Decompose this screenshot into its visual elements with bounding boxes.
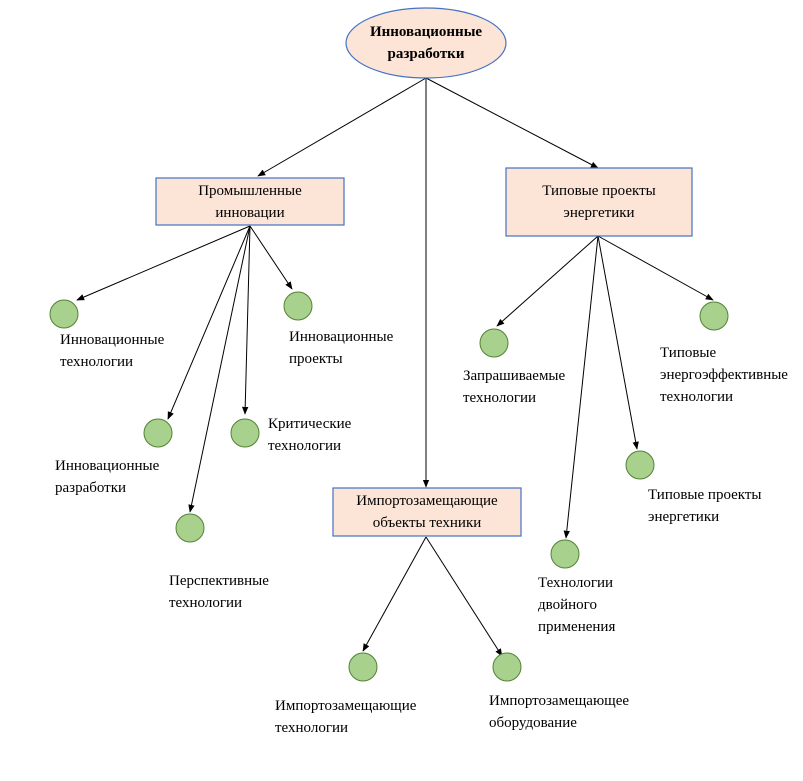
leaf-label-line: проекты <box>289 351 343 367</box>
leaf-label-import-equipment: Импортозамещающее оборудование <box>489 690 629 734</box>
category-box-import <box>332 487 522 537</box>
leaf-label-line: технологии <box>275 720 349 736</box>
leaf-label-line: технологии <box>169 595 243 611</box>
edge-energy-dual-use <box>563 235 599 539</box>
leaf-label-line: Критические <box>268 416 352 432</box>
leaf-node-industrial-innov-dev <box>143 418 173 448</box>
category-label-import: Импортозамещающие объекты техники <box>333 490 521 534</box>
leaf-label-line: Инновационные <box>289 329 394 345</box>
leaf-label-industrial-innov-tech: Инновационные технологии <box>60 329 164 373</box>
leaf-label-industrial-perspective-tech: Перспективные технологии <box>169 570 269 614</box>
leaf-label-line: Технологии <box>538 575 614 591</box>
leaf-node-energy-typical-projects <box>625 450 655 480</box>
category-label-line: Типовые проекты <box>542 183 656 199</box>
leaf-label-industrial-innov-dev: Инновационные разработки <box>55 455 159 499</box>
leaf-nodes <box>49 291 729 682</box>
edge-energy-projects <box>597 235 639 450</box>
leaf-label-line: Запрашиваемые <box>463 368 566 384</box>
category-label-line: Импортозамещающие <box>356 493 498 509</box>
leaf-label-energy-dual-use: Технологии двойного применения <box>538 572 615 638</box>
root-edges <box>257 77 599 488</box>
leaf-node-energy-dual-use <box>550 539 580 569</box>
leaf-label-energy-requested-tech: Запрашиваемые технологии <box>463 365 565 409</box>
leaf-node-industrial-critical-tech <box>230 418 260 448</box>
leaf-label-line: Типовые <box>660 345 717 361</box>
leaf-label-line: оборудование <box>489 715 577 731</box>
leaf-label-line: энергетики <box>648 509 720 525</box>
category-label-line: энергетики <box>563 205 635 221</box>
edge-import-tech <box>362 536 427 652</box>
leaf-node-import-equipment <box>492 652 522 682</box>
category-label-line: объекты техники <box>372 515 482 531</box>
category-box-industrial <box>155 177 345 226</box>
root-label-line2: разработки <box>387 46 465 62</box>
leaf-node-industrial-innov-tech <box>49 299 79 329</box>
leaf-label-industrial-innov-projects: Инновационные проекты <box>289 326 393 370</box>
leaf-label-line: двойного <box>538 597 597 613</box>
leaf-label-line: Перспективные <box>169 573 269 589</box>
edge-industrial-critical-tech <box>241 225 251 415</box>
leaf-label-line: технологии <box>660 389 734 405</box>
edge-industrial-innov-dev <box>167 225 251 420</box>
industrial-edges <box>76 225 293 513</box>
leaf-node-industrial-innov-projects <box>283 291 313 321</box>
leaf-node-import-tech <box>348 652 378 682</box>
leaf-label-energy-typical-efficient: Типовые энергоэффективные технологии <box>660 342 788 408</box>
edge-energy-efficient <box>597 235 714 301</box>
root-label-line1: Инновационные <box>369 24 483 40</box>
category-box-energy <box>505 167 693 237</box>
leaf-label-line: технологии <box>60 354 134 370</box>
root-label: Инновационные разработки <box>346 21 506 65</box>
leaf-node-energy-typical-efficient <box>699 301 729 331</box>
leaf-label-line: энергоэффективные <box>660 367 788 383</box>
leaf-label-line: разработки <box>55 480 127 496</box>
import-edges <box>362 536 503 657</box>
category-label-industrial: Промышленные инновации <box>156 180 344 224</box>
category-label-line: Промышленные <box>198 183 302 199</box>
leaf-label-line: Инновационные <box>60 332 165 348</box>
leaf-label-line: Импортозамещающее <box>489 693 630 709</box>
leaf-node-energy-requested-tech <box>479 328 509 358</box>
edge-energy-requested <box>496 235 599 327</box>
leaf-label-line: технологии <box>268 438 342 454</box>
leaf-label-line: Инновационные <box>55 458 160 474</box>
leaf-node-industrial-perspective-tech <box>175 513 205 543</box>
edge-root-energy <box>425 77 599 169</box>
energy-edges <box>496 235 714 539</box>
leaf-label-line: применения <box>538 619 616 635</box>
leaf-label-energy-typical-projects: Типовые проекты энергетики <box>648 484 762 528</box>
leaf-label-line: Типовые проекты <box>648 487 762 503</box>
edge-industrial-innov-projects <box>249 225 293 290</box>
leaf-label-industrial-critical-tech: Критические технологии <box>268 413 351 457</box>
category-label-energy: Типовые проекты энергетики <box>506 180 692 224</box>
edge-root-industrial <box>257 77 427 177</box>
leaf-label-line: технологии <box>463 390 537 406</box>
leaf-label-import-tech: Импортозамещающие технологии <box>275 695 416 739</box>
root-node <box>345 7 507 79</box>
edge-industrial-innov-tech <box>76 225 251 301</box>
edge-industrial-perspective-tech <box>188 225 251 513</box>
category-label-line: инновации <box>215 205 285 221</box>
leaf-label-line: Импортозамещающие <box>275 698 417 714</box>
edge-import-equipment <box>425 536 503 657</box>
